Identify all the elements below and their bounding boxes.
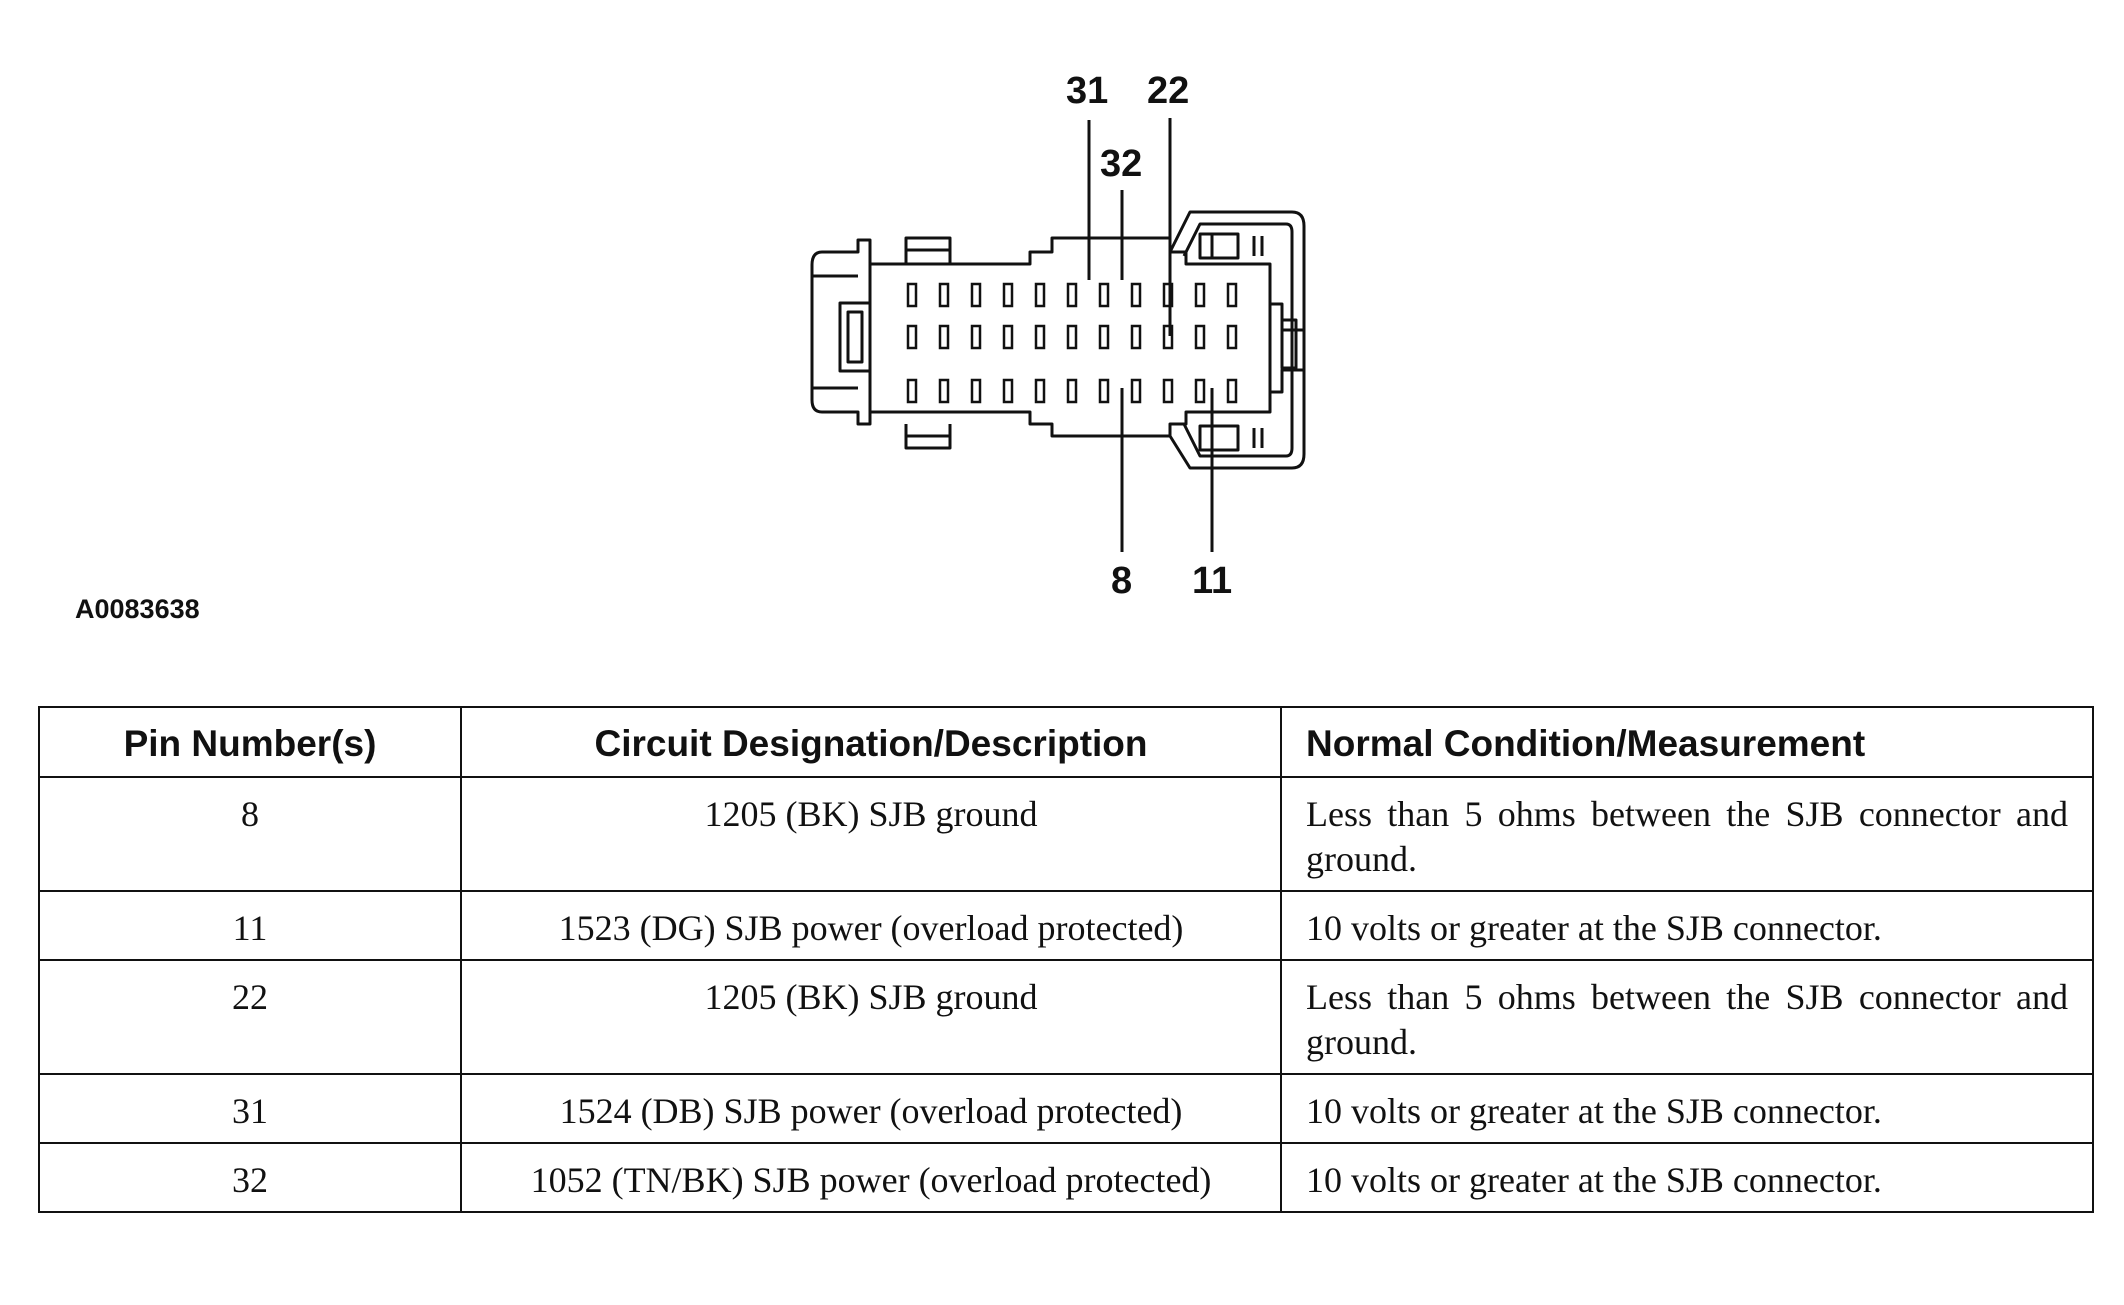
pin-cavity	[1066, 282, 1078, 308]
table-row: 32 1052 (TN/BK) SJB power (overload prot…	[38, 1142, 2094, 1213]
table-row: 11 1523 (DG) SJB power (overload protect…	[38, 890, 2094, 961]
table-row: 8 1205 (BK) SJB ground Less than 5 ohms …	[38, 776, 2094, 892]
pin-cavity	[1194, 324, 1206, 350]
callout-pin-8: 8	[1111, 560, 1133, 602]
header-pin-numbers: Pin Number(s)	[38, 706, 462, 778]
pin-cavity	[1002, 378, 1014, 404]
connector-body	[868, 236, 1272, 438]
cell-description: 1205 (BK) SJB ground	[460, 776, 1282, 892]
pin-cavity	[1034, 282, 1046, 308]
pin-cavity	[1098, 324, 1110, 350]
pin-cavity	[1066, 378, 1078, 404]
pin-cavity	[1162, 324, 1174, 350]
pin-cavity	[1066, 324, 1078, 350]
header-normal-condition: Normal Condition/Measurement	[1280, 706, 2094, 778]
table-header-row: Pin Number(s) Circuit Designation/Descri…	[38, 706, 2094, 778]
pin-cavity	[1226, 378, 1238, 404]
cell-pin: 32	[38, 1142, 462, 1213]
cell-description: 1052 (TN/BK) SJB power (overload protect…	[460, 1142, 1282, 1213]
pin-cavity	[1226, 282, 1238, 308]
pin-cavity	[1130, 324, 1142, 350]
figure-id: A0083638	[75, 594, 200, 624]
cell-pin: 11	[38, 890, 462, 961]
pin-cavity	[1162, 282, 1174, 308]
cell-measurement: 10 volts or greater at the SJB connector…	[1280, 890, 2094, 961]
pin-cavity	[970, 324, 982, 350]
pin-cavity	[1098, 282, 1110, 308]
pin-cavity	[1130, 378, 1142, 404]
pin-cavity	[1194, 282, 1206, 308]
cell-description: 1524 (DB) SJB power (overload protected)	[460, 1073, 1282, 1144]
callout-pin-22: 22	[1147, 70, 1190, 112]
pin-cavity	[906, 282, 918, 308]
cell-pin: 22	[38, 959, 462, 1075]
pin-table: Pin Number(s) Circuit Designation/Descri…	[38, 706, 2094, 1213]
cell-description: 1205 (BK) SJB ground	[460, 959, 1282, 1075]
connector-right-latch	[1270, 302, 1306, 394]
pin-cavity	[1098, 378, 1110, 404]
pin-cavity	[1130, 282, 1142, 308]
table-row: 22 1205 (BK) SJB ground Less than 5 ohms…	[38, 959, 2094, 1075]
callout-leader-lines	[1087, 118, 1214, 552]
connector-figure: 31 22 32 8 11 A0083638	[75, 70, 1306, 624]
callout-pin-32: 32	[1100, 143, 1143, 185]
pin-cavity	[970, 282, 982, 308]
table-row: 31 1524 (DB) SJB power (overload protect…	[38, 1073, 2094, 1144]
cell-measurement: Less than 5 ohms between the SJB connect…	[1280, 776, 2094, 892]
pin-cavity	[1162, 378, 1174, 404]
pin-cavity	[1002, 282, 1014, 308]
cell-pin: 31	[38, 1073, 462, 1144]
connector-diagram	[810, 118, 1306, 552]
pin-cavity	[1034, 378, 1046, 404]
pin-cavity	[970, 378, 982, 404]
pin-cavity	[938, 378, 950, 404]
pin-cavity	[906, 324, 918, 350]
pin-cavity	[938, 282, 950, 308]
callout-pin-11: 11	[1192, 560, 1233, 602]
cell-description: 1523 (DG) SJB power (overload protected)	[460, 890, 1282, 961]
cell-measurement: 10 volts or greater at the SJB connector…	[1280, 1073, 2094, 1144]
header-circuit-description: Circuit Designation/Description	[460, 706, 1282, 778]
connector-left-flange	[810, 238, 872, 426]
callout-pin-31: 31	[1066, 70, 1109, 112]
pin-cavity	[1194, 378, 1206, 404]
pin-grid	[906, 282, 1238, 404]
cell-measurement: 10 volts or greater at the SJB connector…	[1280, 1142, 2094, 1213]
pin-cavity	[1034, 324, 1046, 350]
pin-cavity	[938, 324, 950, 350]
pin-cavity	[1226, 324, 1238, 350]
pin-cavity	[1002, 324, 1014, 350]
cell-measurement: Less than 5 ohms between the SJB connect…	[1280, 959, 2094, 1075]
cell-pin: 8	[38, 776, 462, 892]
pin-cavity	[906, 378, 918, 404]
